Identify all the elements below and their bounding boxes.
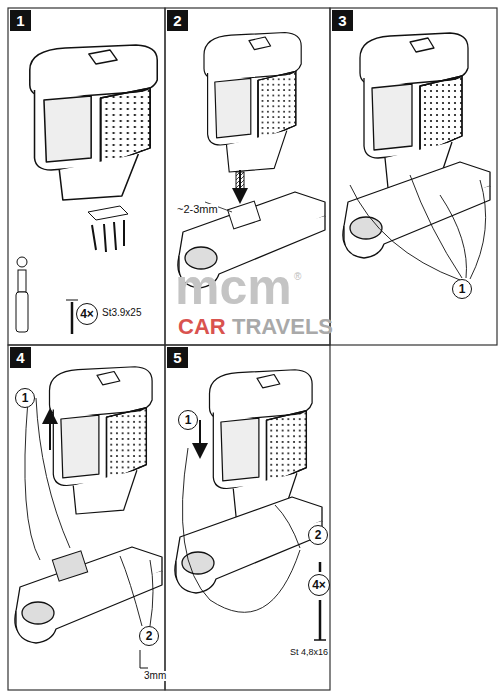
callout-number: 1 xyxy=(178,410,198,430)
number-text: 2 xyxy=(315,528,322,542)
step-number: 5 xyxy=(167,347,188,368)
dimension-label: St 4,8x16 xyxy=(290,648,328,657)
callout-number: 4× xyxy=(76,303,98,325)
callout-number: 2 xyxy=(308,525,328,545)
dimension-label: ~2-3mm xyxy=(177,204,218,215)
number-text: 1 xyxy=(16,12,24,29)
number-text: 1 xyxy=(459,282,466,296)
callout-number: 4× xyxy=(308,574,330,596)
watermark: TRAVELS xyxy=(232,316,333,338)
number-text: 4 xyxy=(16,349,24,366)
watermark: mcm xyxy=(175,262,292,312)
number-text: 3 xyxy=(338,12,346,29)
step-number: 4 xyxy=(10,347,31,368)
step-number: 3 xyxy=(332,10,353,31)
step-number: 1 xyxy=(10,10,31,31)
callout-number: 1 xyxy=(452,279,472,299)
number-text: 2 xyxy=(146,629,153,643)
watermark: ® xyxy=(294,272,301,282)
dimension-label: St3.9x25 xyxy=(102,308,141,318)
number-text: 2 xyxy=(173,12,181,29)
step-number: 2 xyxy=(167,10,188,31)
number-text: 1 xyxy=(22,391,29,405)
callout-number: 2 xyxy=(139,626,159,646)
number-text: 1 xyxy=(185,413,192,427)
number-text: 4× xyxy=(80,307,94,321)
dimension-label: 3mm xyxy=(144,671,166,681)
number-text: 4× xyxy=(312,578,326,592)
number-text: 5 xyxy=(173,349,181,366)
watermark: CAR xyxy=(178,316,226,338)
callout-number: 1 xyxy=(15,388,35,408)
